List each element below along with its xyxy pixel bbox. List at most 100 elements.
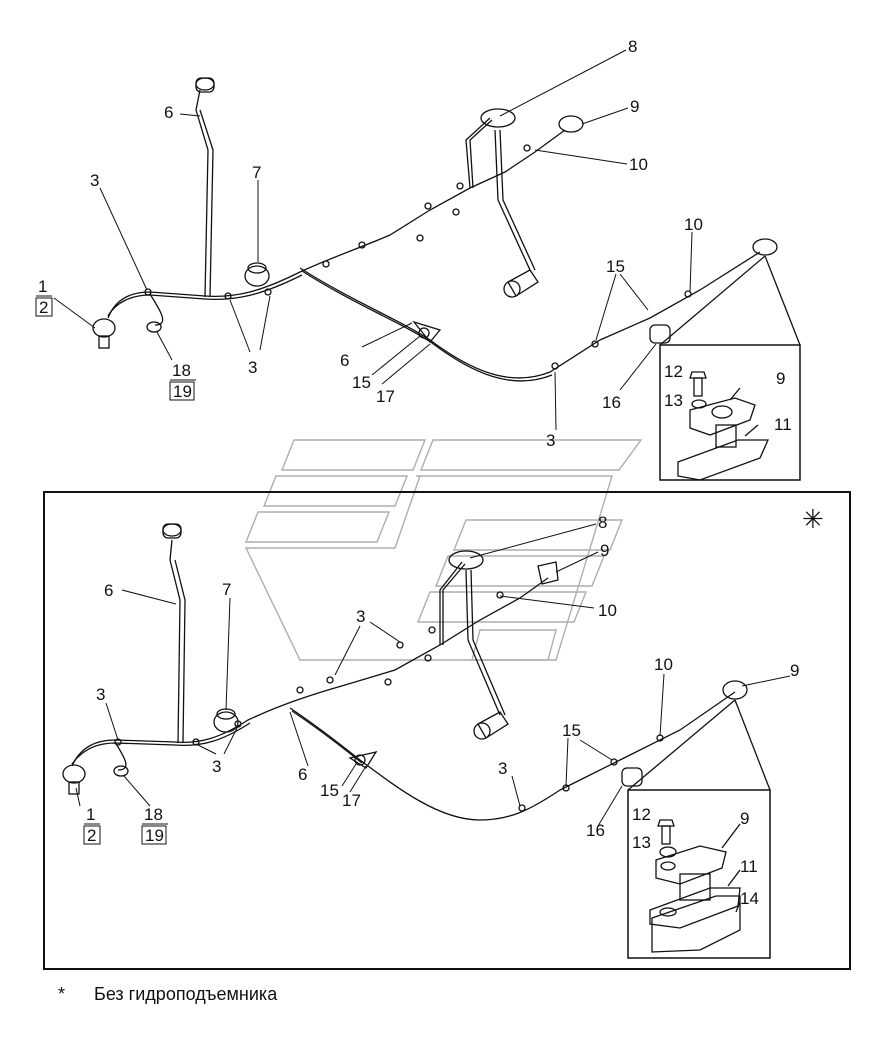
callout-2: 2 <box>87 826 96 845</box>
top-fuel-sender-8 <box>480 108 516 128</box>
callout-13: 13 <box>664 391 683 410</box>
bottom-fuel-sender-8 <box>448 550 484 570</box>
top-connector-16 <box>649 324 671 344</box>
callout-1: 1 <box>38 277 47 296</box>
callout-17: 17 <box>342 791 361 810</box>
top-sensor-18-19 <box>146 321 162 333</box>
top-bracket-17 <box>412 320 442 344</box>
variant-marker: ✳ <box>802 504 824 534</box>
callout-15: 15 <box>320 781 339 800</box>
top-main-wire <box>107 129 566 319</box>
callout-14: 14 <box>740 889 759 908</box>
bottom-inset-bolt-12 <box>661 825 671 845</box>
callout-6: 6 <box>104 581 113 600</box>
callout-15: 15 <box>562 721 581 740</box>
callout-1: 1 <box>86 805 95 824</box>
callout-13: 13 <box>632 833 651 852</box>
callout-9: 9 <box>740 809 749 828</box>
callout-10: 10 <box>598 601 617 620</box>
bottom-sensor-7 <box>213 711 239 733</box>
bottom-harness <box>62 523 791 959</box>
callout-12: 12 <box>664 362 683 381</box>
callout-3: 3 <box>248 358 257 377</box>
callout-9: 9 <box>776 369 785 388</box>
callout-9: 9 <box>630 97 639 116</box>
bottom-callout-labels: 8 9 10 6 7 3 3 1 2 18 19 3 6 15 17 10 9 … <box>83 513 799 908</box>
bottom-sensor-1-2 <box>62 764 86 784</box>
bottom-connector-16 <box>621 767 643 787</box>
callout-7: 7 <box>252 163 261 182</box>
callout-10: 10 <box>654 655 673 674</box>
bottom-clips <box>114 591 664 812</box>
watermark-logo <box>244 439 643 661</box>
top-sensor-1-2 <box>92 318 116 338</box>
callout-3: 3 <box>96 685 105 704</box>
callout-6: 6 <box>340 351 349 370</box>
callout-3: 3 <box>212 757 221 776</box>
callout-6: 6 <box>164 103 173 122</box>
footnote: * Без гидроподъемника <box>58 984 277 1005</box>
top-sensor-9 <box>558 115 584 133</box>
top-float <box>507 269 539 297</box>
top-inset-washer-13 <box>691 399 707 409</box>
callout-3: 3 <box>90 171 99 190</box>
top-wire-8 <box>465 117 491 189</box>
callout-11: 11 <box>740 857 758 876</box>
callout-12: 12 <box>632 805 651 824</box>
callout-18: 18 <box>172 361 191 380</box>
callout-9: 9 <box>790 661 799 680</box>
top-inset-detail <box>659 255 801 481</box>
bottom-inset-flange-9 <box>655 845 727 885</box>
callout-11: 11 <box>774 415 792 434</box>
bottom-sensor-9b <box>722 680 748 700</box>
callout-9: 9 <box>600 541 609 560</box>
top-harness <box>53 49 801 481</box>
bottom-main-wire <box>71 577 549 767</box>
callout-15: 15 <box>606 257 625 276</box>
callout-3: 3 <box>356 607 365 626</box>
top-callout-labels: 8 9 10 6 7 3 1 2 18 19 3 6 15 17 10 15 1… <box>35 37 792 450</box>
top-sender-rod <box>494 129 531 271</box>
top-inset-bolt-12 <box>693 377 703 397</box>
callout-19: 19 <box>145 826 164 845</box>
bottom-inset-detail <box>627 699 771 959</box>
bottom-sensor-18-19 <box>113 765 129 777</box>
bottom-float <box>477 711 509 739</box>
top-inset-gasket-11 <box>677 439 770 481</box>
bottom-sensor-9 <box>537 561 559 585</box>
callout-16: 16 <box>602 393 621 412</box>
top-leaders <box>53 49 693 431</box>
callout-3: 3 <box>498 759 507 778</box>
bottom-bracket-17 <box>348 751 378 769</box>
footnote-text: Без гидроподъемника <box>94 984 278 1004</box>
callout-8: 8 <box>598 513 607 532</box>
bottom-inset-washer-13 <box>659 846 677 858</box>
top-wire-6 <box>195 89 209 298</box>
callout-16: 16 <box>586 821 605 840</box>
top-wire-6b <box>299 251 761 379</box>
callout-10: 10 <box>629 155 648 174</box>
callout-10: 10 <box>684 215 703 234</box>
bottom-wire-6b <box>289 691 736 821</box>
bottom-sender-rod <box>465 569 501 716</box>
top-inset-flange-9 <box>689 397 756 436</box>
callout-17: 17 <box>376 387 395 406</box>
callout-3: 3 <box>546 431 555 450</box>
top-sensor-7 <box>244 265 270 287</box>
bottom-wire-8 <box>439 561 463 645</box>
callout-19: 19 <box>173 382 192 401</box>
footnote-star: * <box>58 984 66 1004</box>
variant-frame <box>43 491 851 970</box>
bottom-leaders <box>75 523 791 827</box>
callout-18: 18 <box>144 805 163 824</box>
callout-8: 8 <box>628 37 637 56</box>
callout-15: 15 <box>352 373 371 392</box>
top-clips <box>144 144 692 370</box>
callout-7: 7 <box>222 580 231 599</box>
top-sensor-9b <box>752 238 778 256</box>
bottom-inset-block-14 <box>651 895 741 953</box>
bottom-wire-6 <box>169 539 181 744</box>
callout-2: 2 <box>39 298 48 317</box>
callout-6: 6 <box>298 765 307 784</box>
